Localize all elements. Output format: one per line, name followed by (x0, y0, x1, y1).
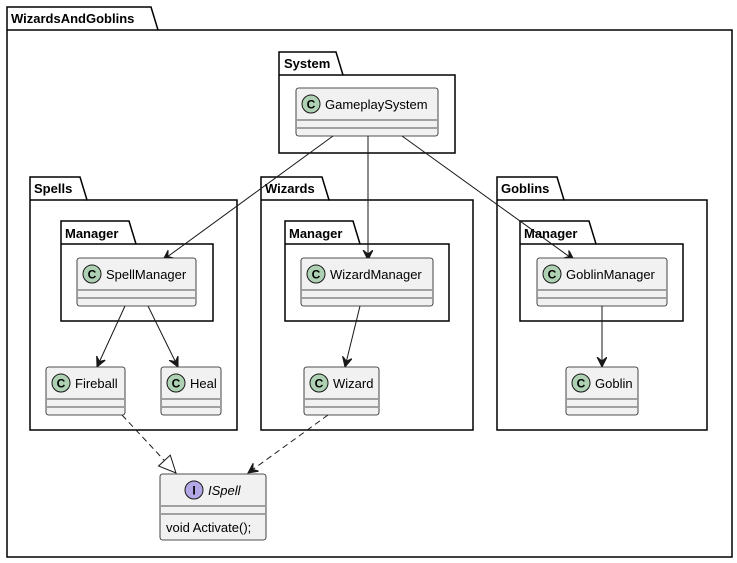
svg-text:C: C (88, 268, 97, 282)
svg-text:C: C (172, 377, 181, 391)
svg-text:C: C (57, 377, 66, 391)
package-title-goblins: Goblins (501, 181, 549, 196)
package-goblins: Goblins (496, 176, 708, 431)
class-name: Goblin (595, 376, 633, 391)
package-title-system: System (284, 56, 330, 71)
class-wizard[interactable]: C Wizard (303, 366, 380, 416)
package-spells: Spells (29, 176, 238, 431)
class-badge-icon: C (306, 264, 326, 284)
svg-text:C: C (307, 98, 316, 112)
class-name: GoblinManager (566, 267, 656, 282)
package-system: System (278, 51, 456, 154)
class-heal[interactable]: C Heal (160, 366, 222, 416)
class-name: Fireball (75, 376, 118, 391)
class-gameplaysystem[interactable]: C GameplaySystem (295, 87, 439, 137)
class-badge-icon: C (301, 94, 321, 114)
package-spells-manager: Manager (60, 220, 214, 322)
package-title-spells-manager: Manager (65, 226, 118, 241)
class-badge-icon: C (309, 373, 329, 393)
svg-text:C: C (577, 377, 586, 391)
relationship-edges (97, 135, 602, 474)
class-wizardmanager[interactable]: C WizardManager (300, 257, 434, 307)
interface-name: ISpell (208, 483, 242, 498)
edge-wizardmanager-wizard (345, 305, 361, 367)
package-title-wizards: Wizards (265, 181, 315, 196)
edge-wizard-ispell-dependency (248, 414, 329, 473)
class-name: Heal (190, 376, 217, 391)
svg-text:C: C (315, 377, 324, 391)
interface-badge-icon: I (184, 480, 204, 500)
class-fireball[interactable]: C Fireball (45, 366, 126, 416)
class-spellmanager[interactable]: C SpellManager (76, 257, 197, 307)
class-goblinmanager[interactable]: C GoblinManager (536, 257, 668, 307)
package-title-spells: Spells (34, 181, 72, 196)
svg-text:C: C (312, 268, 321, 282)
class-badge-icon: C (51, 373, 71, 393)
class-badge-icon: C (82, 264, 102, 284)
package-title-wizards-manager: Manager (289, 226, 342, 241)
package-wizards: Wizards (260, 176, 474, 431)
package-title-wizardsandgoblins: WizardsAndGoblins (11, 11, 134, 26)
edge-fireball-ispell-realization (121, 414, 177, 474)
edge-spellmanager-fireball (97, 305, 126, 367)
svg-text:I: I (192, 484, 195, 498)
class-name: WizardManager (330, 267, 422, 282)
interface-ispell[interactable]: I ISpell void Activate(); (159, 473, 267, 541)
edge-spellmanager-heal (147, 305, 178, 367)
edge-gameplaysystem-spellmanager (163, 135, 334, 260)
package-wizards-manager: Manager (284, 220, 450, 322)
class-name: SpellManager (106, 267, 187, 282)
class-badge-icon: C (571, 373, 591, 393)
edge-gameplaysystem-goblinmanager (401, 135, 574, 260)
package-title-goblins-manager: Manager (524, 226, 577, 241)
package-wizardsandgoblins: WizardsAndGoblins (6, 6, 733, 558)
class-goblin[interactable]: C Goblin (565, 366, 639, 416)
class-badge-icon: C (166, 373, 186, 393)
class-badge-icon: C (542, 264, 562, 284)
interface-method: void Activate(); (166, 520, 251, 535)
package-goblins-manager: Manager (519, 220, 684, 322)
class-name: Wizard (333, 376, 373, 391)
class-name: GameplaySystem (325, 97, 428, 112)
svg-text:C: C (548, 268, 557, 282)
